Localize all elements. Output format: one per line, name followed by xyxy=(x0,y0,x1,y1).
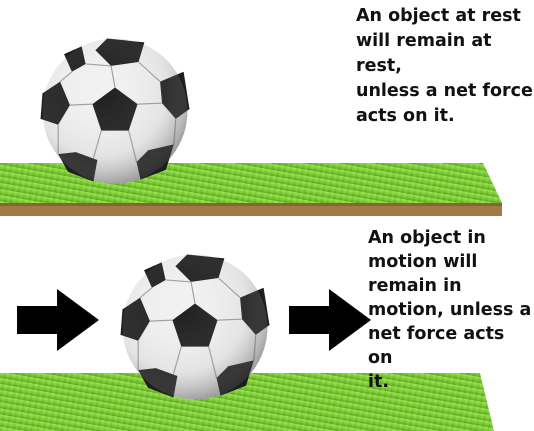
caption-rest: An object at rest will remain at rest, u… xyxy=(356,6,533,126)
right-arrow-icon xyxy=(289,289,371,351)
soccer-ball-icon xyxy=(119,253,271,401)
caption-motion: An object in motion will remain in motio… xyxy=(368,228,532,392)
right-arrow-icon xyxy=(17,289,99,351)
soccer-ball-icon xyxy=(39,37,191,185)
ground-motion xyxy=(0,373,494,431)
